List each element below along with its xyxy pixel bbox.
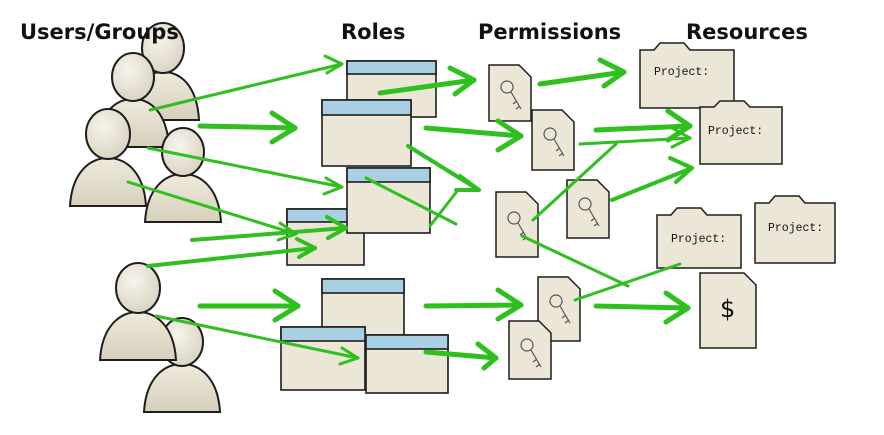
- project-label: Project:: [671, 233, 726, 246]
- key-document-icon: [508, 320, 552, 380]
- arrow: [423, 118, 524, 153]
- arrow: [610, 156, 694, 202]
- project-label: Project:: [654, 66, 709, 79]
- arrow: [146, 146, 344, 196]
- role-window-icon: [346, 167, 431, 234]
- person-icon: [98, 262, 178, 361]
- heading-resources: Resources: [686, 20, 808, 44]
- connection-arrows: [126, 54, 694, 371]
- arrow: [423, 287, 524, 322]
- arrow: [578, 126, 692, 149]
- arrow: [520, 234, 630, 288]
- project-label: Project:: [768, 222, 823, 235]
- arrow: [148, 54, 344, 112]
- project-folder-icon: Project:: [699, 100, 783, 165]
- arrow: [537, 57, 627, 89]
- arrow: [364, 176, 458, 226]
- project-folder-icon: Project:: [656, 207, 742, 269]
- person-icon: [68, 108, 148, 207]
- arrow: [593, 290, 691, 325]
- money-document-icon: $: [699, 272, 757, 349]
- arrow: [406, 144, 481, 192]
- role-window-icon: [365, 334, 449, 394]
- arrow: [428, 188, 460, 228]
- arrow: [423, 341, 499, 371]
- key-document-icon: [531, 109, 575, 171]
- arrow: [593, 108, 693, 143]
- heading-roles: Roles: [341, 20, 406, 44]
- heading-users-groups: Users/Groups: [20, 20, 179, 44]
- arrow: [126, 180, 298, 242]
- heading-permissions: Permissions: [478, 20, 622, 44]
- project-label: Project:: [708, 125, 763, 138]
- arrow: [154, 314, 360, 366]
- arrow: [531, 142, 618, 222]
- key-document-icon: [495, 191, 539, 258]
- arrow: [197, 110, 298, 145]
- role-window-icon: [321, 99, 412, 167]
- key-document-icon: [488, 64, 532, 122]
- arrow: [190, 215, 348, 242]
- project-folder-icon: Project:: [639, 42, 735, 109]
- role-window-icon: [280, 326, 366, 391]
- project-folder-icon: Project:: [754, 195, 836, 264]
- arrow: [197, 288, 301, 323]
- arrow: [377, 65, 477, 97]
- arrow: [573, 262, 682, 302]
- arrow: [146, 237, 317, 268]
- money-symbol: $: [720, 295, 735, 323]
- key-document-icon: [566, 179, 610, 239]
